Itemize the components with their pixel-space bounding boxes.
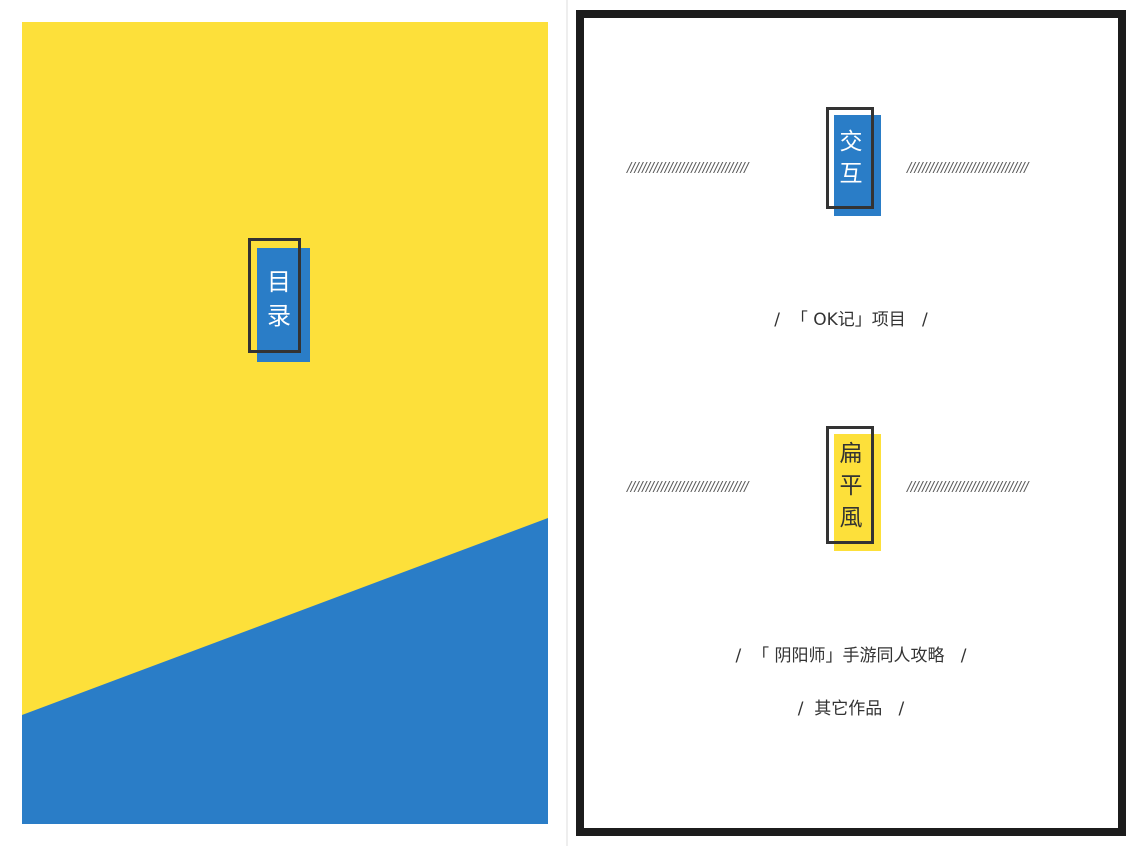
- cover-title-frame: [248, 238, 301, 353]
- section1-title-block: 交 互: [826, 107, 882, 217]
- cover-title: 目 录: [250, 270, 308, 328]
- section2-title-char-2: 平: [839, 473, 863, 499]
- section1-left-divider: ////////////////////////////////: [627, 161, 749, 176]
- page-gutter: [566, 0, 568, 846]
- section2-title: 扁 平 風: [827, 443, 875, 530]
- section1-title-char-2: 互: [839, 161, 863, 187]
- section2-entry-onmyoji-guide[interactable]: / 「 阴阳师」手游同人攻略 /: [735, 646, 967, 666]
- section1-entry-ok-project[interactable]: / 「 OK记」项目 /: [774, 310, 928, 330]
- cover-title-block: 目 录: [248, 238, 310, 362]
- cover-page: 目 录: [22, 22, 548, 824]
- cover-title-char-1: 目: [267, 268, 291, 296]
- section1-title-char-1: 交: [839, 129, 863, 155]
- section1-right-divider: ////////////////////////////////: [907, 161, 1029, 176]
- section2-right-divider: ////////////////////////////////: [907, 480, 1029, 495]
- section2-left-divider: ////////////////////////////////: [627, 480, 749, 495]
- section2-title-char-1: 扁: [839, 441, 863, 467]
- section2-title-block: 扁 平 風: [826, 426, 882, 552]
- cover-background: [22, 22, 548, 824]
- section2-title-frame: [826, 426, 874, 544]
- section2-entry-other-works[interactable]: / 其它作品 /: [797, 699, 905, 719]
- cover-blue-wedge: [22, 518, 548, 824]
- cover-title-fill: [257, 248, 310, 362]
- cover-title-char-2: 录: [267, 302, 291, 330]
- section2-title-char-3: 風: [839, 505, 863, 531]
- section1-title: 交 互: [827, 131, 875, 186]
- contents-page: //////////////////////////////// ///////…: [576, 10, 1126, 836]
- section1-title-frame: [826, 107, 874, 209]
